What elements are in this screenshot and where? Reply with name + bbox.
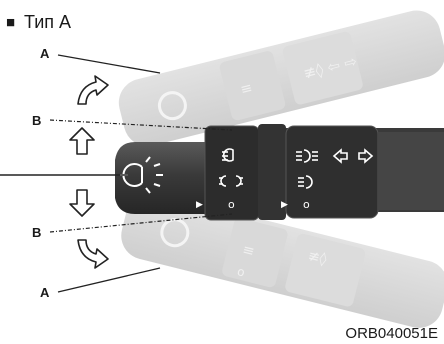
leader-line-a-bottom (58, 268, 160, 292)
callout-a-top: A (40, 46, 50, 61)
knob-ring-3 (286, 126, 378, 218)
arrow-up-icon (70, 128, 94, 154)
ring1-off-mark: o (228, 198, 235, 211)
ring3-off-mark: o (303, 198, 310, 211)
heading-bullet: ■ (6, 14, 15, 31)
arrow-down-icon (70, 190, 94, 216)
callout-b-bottom: B (32, 225, 41, 240)
leader-line-a-top (58, 55, 160, 73)
image-code: ORB040051E (345, 325, 438, 342)
curved-arrow-up-icon (78, 76, 108, 104)
heading-label: Тип A (24, 12, 71, 32)
ring3-position-marker: ▶ (281, 200, 288, 210)
curved-arrow-down-icon (78, 240, 108, 268)
callout-a-bottom: A (40, 285, 50, 300)
ring1-position-marker: ▶ (196, 200, 203, 210)
callout-b-top: B (32, 113, 41, 128)
